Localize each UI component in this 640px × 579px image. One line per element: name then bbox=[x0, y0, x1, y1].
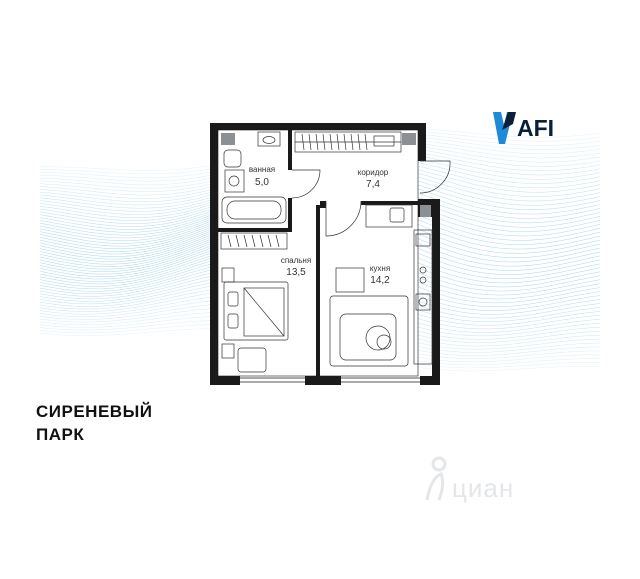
room-area-corridor: 7,4 bbox=[366, 179, 380, 190]
ventilation-shafts bbox=[221, 133, 431, 217]
afi-logo-icon bbox=[493, 112, 516, 144]
kitchen-furniture bbox=[329, 204, 433, 367]
room-name-corridor: коридор bbox=[357, 168, 389, 177]
room-name-kitchen: кухня bbox=[369, 264, 391, 273]
project-name-line2: ПАРК bbox=[36, 425, 85, 444]
doors bbox=[291, 160, 451, 237]
project-name-line1: СИРЕНЕВЫЙ bbox=[36, 402, 153, 421]
cian-watermark-text: циан bbox=[452, 473, 515, 503]
interior-walls bbox=[218, 130, 418, 376]
bathroom-fixtures bbox=[221, 131, 287, 224]
room-name-bedroom: спальня bbox=[280, 256, 312, 265]
room-area-kitchen: 14,2 bbox=[370, 275, 390, 286]
corridor-wardrobe bbox=[294, 131, 402, 153]
room-area-bathroom: 5,0 bbox=[255, 177, 269, 188]
cian-person-icon bbox=[425, 456, 447, 501]
room-area-bedroom: 13,5 bbox=[286, 267, 306, 278]
room-name-bathroom: ванная bbox=[248, 165, 276, 174]
bedroom-furniture bbox=[220, 232, 289, 373]
afi-logo-text: AFI bbox=[517, 115, 555, 141]
room-outline bbox=[217, 129, 419, 377]
windows bbox=[240, 377, 420, 383]
